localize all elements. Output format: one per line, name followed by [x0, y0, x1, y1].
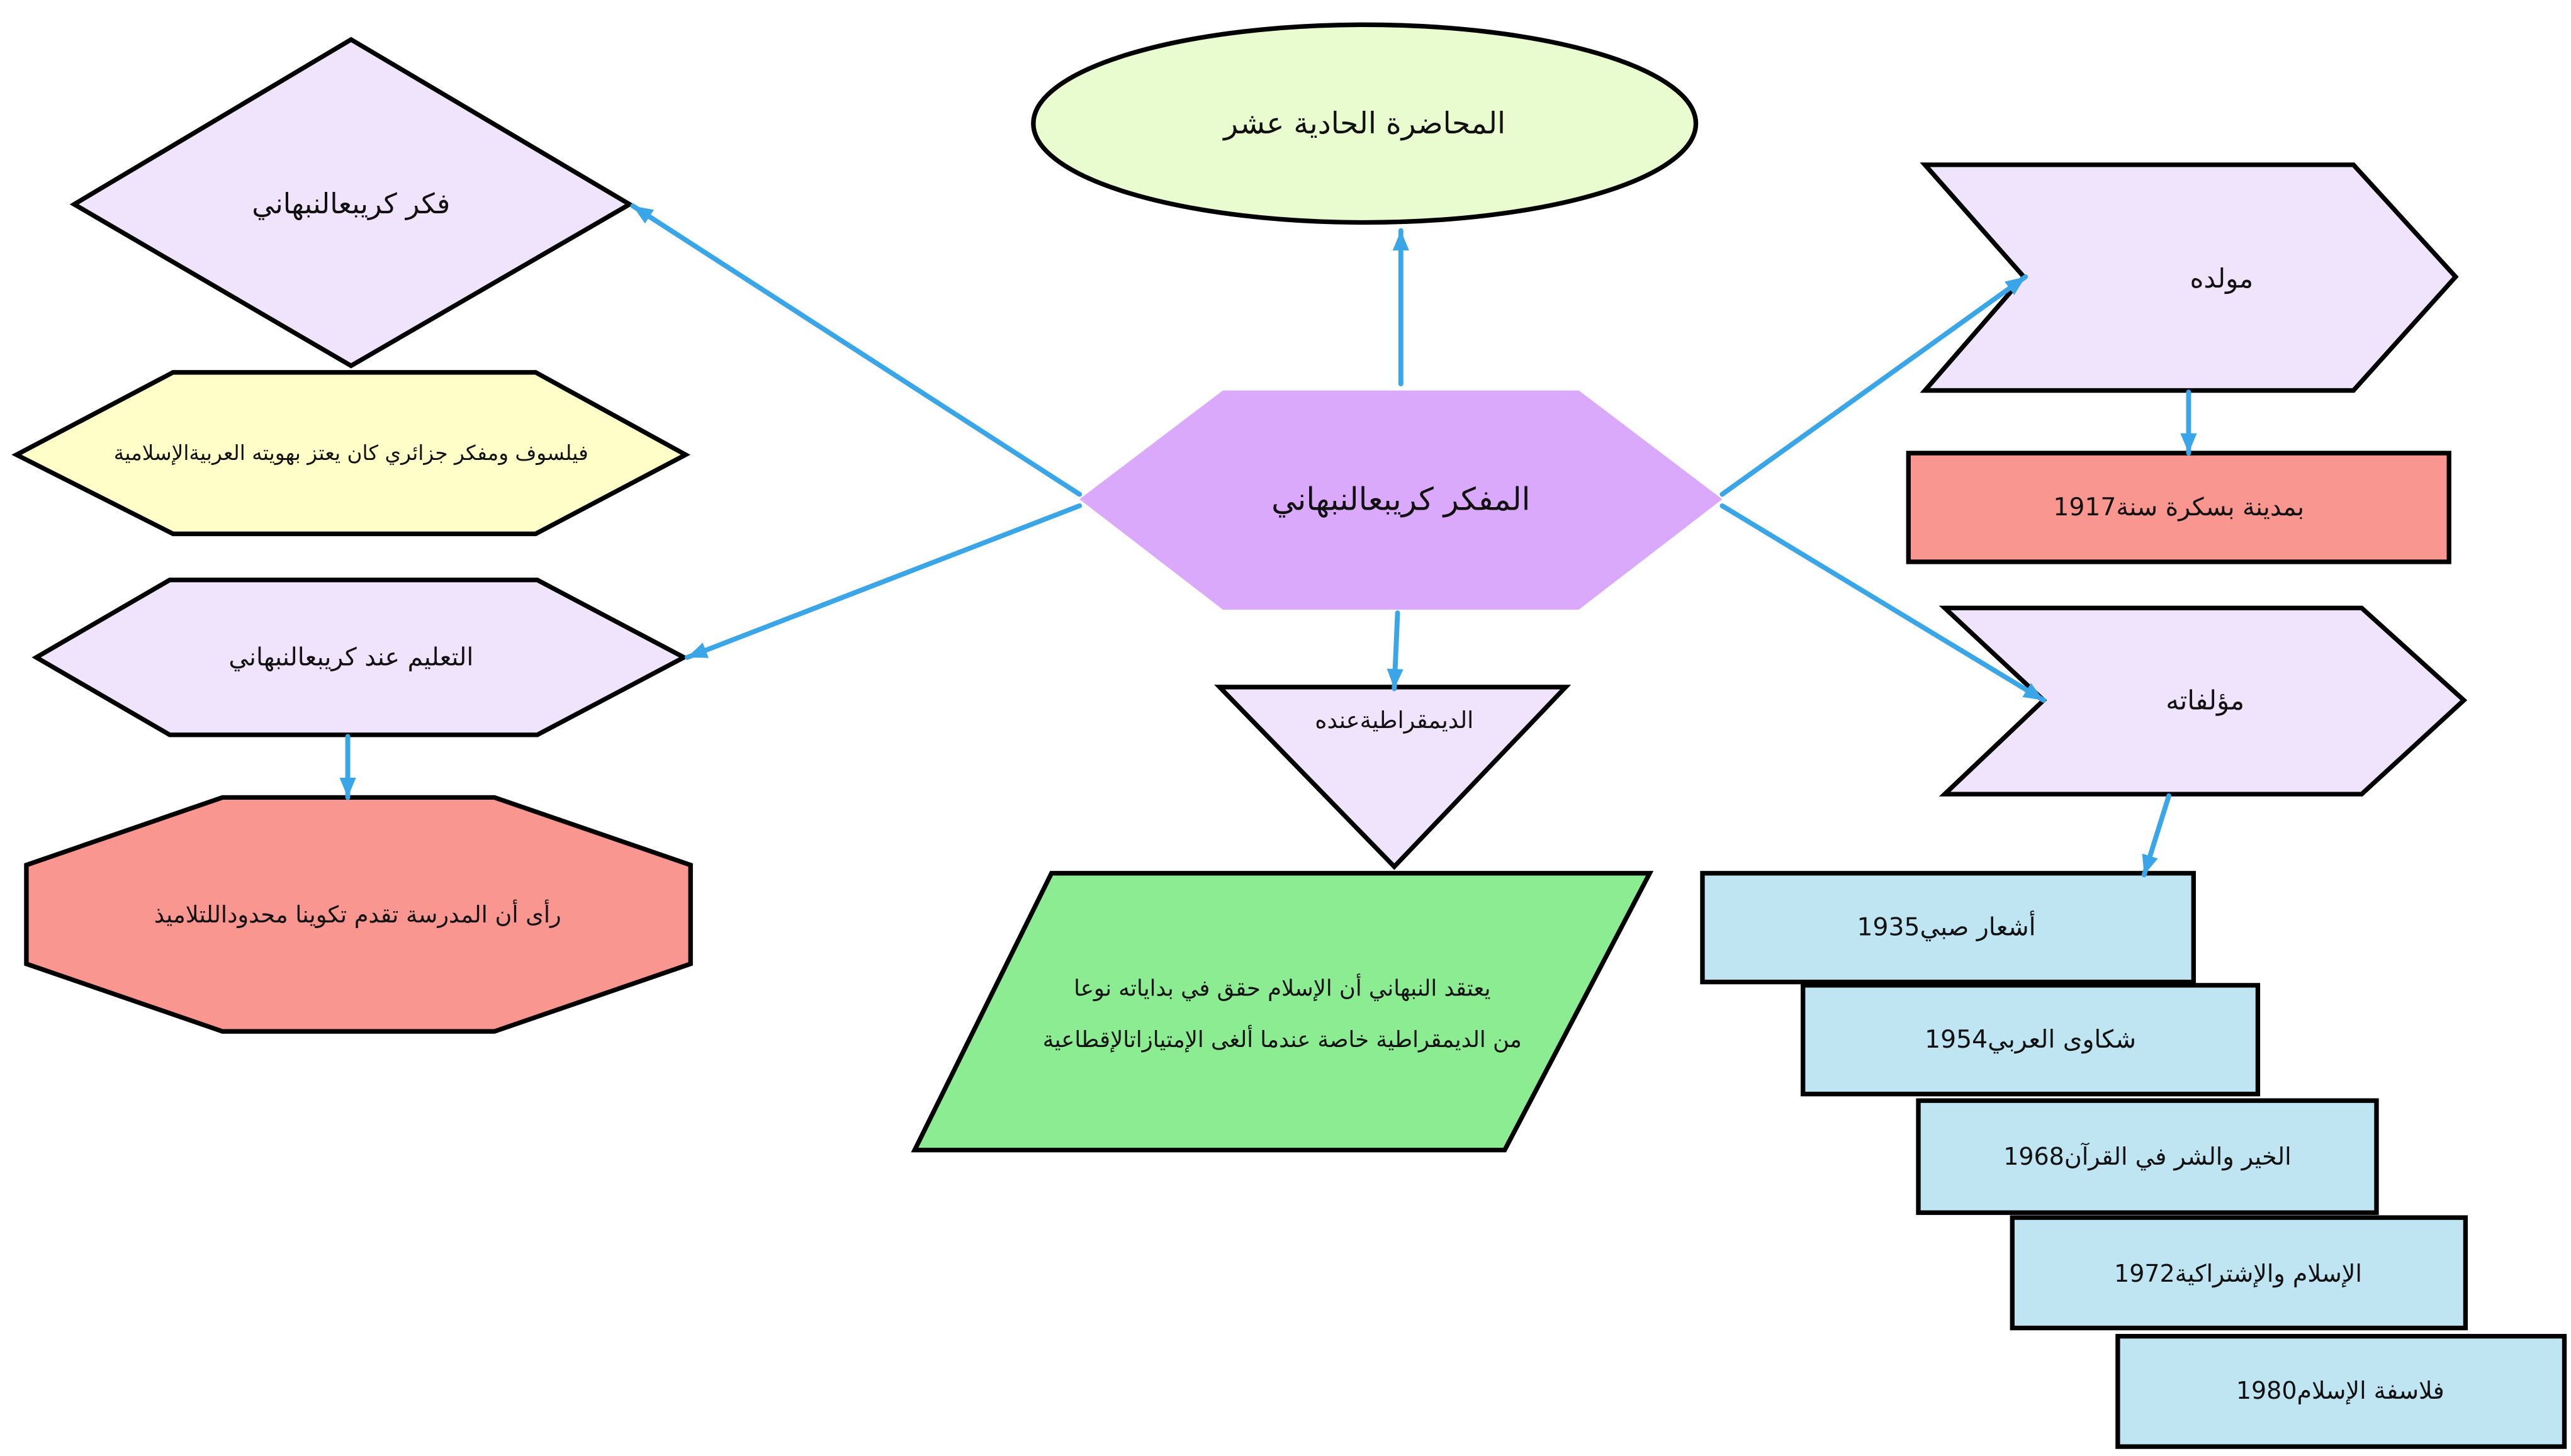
works-item-label: الخير والشر في القرآن1968: [2003, 1142, 2291, 1171]
works-list: أشعار صبي1935 شكاوى العربي1954 الخير وال…: [1700, 871, 2567, 1449]
education-description-node: رأى أن المدرسة تقدم تكوينا محدوداللتلامي…: [24, 795, 693, 1034]
works-item: الإسلام والإشتراكية1972: [2010, 1215, 2468, 1331]
works-item: فلاسفة الإسلام1980: [2115, 1333, 2567, 1449]
thought-diamond: [69, 36, 634, 369]
works-item-label: الإسلام والإشتراكية1972: [2114, 1260, 2362, 1288]
education-hexagon: [31, 578, 689, 737]
birth-detail-node: بمدينة بسكرة سنة1917: [1906, 451, 2451, 564]
birth-detail-box: [1906, 451, 2451, 564]
connector-center-to-thought: [630, 203, 1083, 497]
works-item-box: [2010, 1215, 2468, 1331]
works-label: مؤلفاته: [2166, 685, 2244, 715]
works-item: أشعار صبي1935: [1700, 871, 2196, 985]
thought-label: فكر كريبعالنبهاني: [252, 188, 450, 220]
works-item-label: فلاسفة الإسلام1980: [2236, 1377, 2444, 1405]
democracy-node: الديمقراطيةعنده: [1214, 685, 1572, 870]
works-item: الخير والشر في القرآن1968: [1916, 1098, 2379, 1215]
education-description-octagon: [24, 795, 693, 1034]
connector-center-to-birth: [1719, 274, 2028, 497]
democracy-description-line-2: من الديمقراطية خاصة عندما ألغى الإمتيازا…: [1043, 1025, 1522, 1053]
thought-description-node: فيلسوف ومفكر جزائري كان يعتز بهويته العر…: [11, 370, 691, 537]
lecture-title-node: المحاضرة الحادية عشر: [1031, 22, 1699, 225]
center-hexagon: [1079, 390, 1723, 610]
works-node: مؤلفاته: [1938, 605, 2468, 797]
connector-center-to-works: [1719, 503, 2046, 703]
title-ellipse: [1031, 22, 1699, 225]
education-node: التعليم عند كريبعالنبهاني: [31, 578, 689, 737]
thought-description: فيلسوف ومفكر جزائري كان يعتز بهويته العر…: [114, 441, 588, 465]
works-item-box: [2115, 1333, 2567, 1449]
thought-description-hexagon: [11, 370, 691, 537]
works-item-label: شكاوى العربي1954: [1925, 1026, 2136, 1054]
connector-center-to-democracy: [1387, 610, 1404, 692]
lecture-title: المحاضرة الحادية عشر: [1222, 106, 1505, 141]
birth-node: مولده: [1920, 162, 2459, 393]
education-label: التعليم عند كريبعالنبهاني: [228, 643, 473, 671]
democracy-description-line-1: يعتقد النبهاني أن الإسلام حقق في بداياته…: [1074, 974, 1490, 1002]
works-item-label: أشعار صبي1935: [1857, 911, 2036, 942]
democracy-description-parallelogram: [911, 871, 1654, 1153]
works-item: شكاوى العربي1954: [1801, 983, 2261, 1097]
education-description: رأى أن المدرسة تقدم تكوينا محدوداللتلامي…: [154, 899, 561, 928]
central-topic-node: المفكر كريبعالنبهاني: [1079, 390, 1723, 610]
thought-node: فكر كريبعالنبهاني: [69, 36, 634, 369]
birth-detail: بمدينة بسكرة سنة1917: [2053, 493, 2304, 522]
democracy-description-node: يعتقد النبهاني أن الإسلام حقق في بداياته…: [911, 871, 1654, 1153]
works-item-box: [1700, 871, 2196, 985]
works-item-box: [1801, 983, 2261, 1097]
works-item-box: [1916, 1098, 2379, 1215]
connector-center-to-education: [685, 503, 1083, 660]
connectors: [339, 203, 2197, 878]
central-topic-label: المفكر كريبعالنبهاني: [1271, 481, 1530, 518]
democracy-label: الديمقراطيةعنده: [1315, 707, 1473, 734]
birth-label: مولده: [2190, 263, 2253, 294]
connector-works-to-list: [2141, 793, 2171, 878]
